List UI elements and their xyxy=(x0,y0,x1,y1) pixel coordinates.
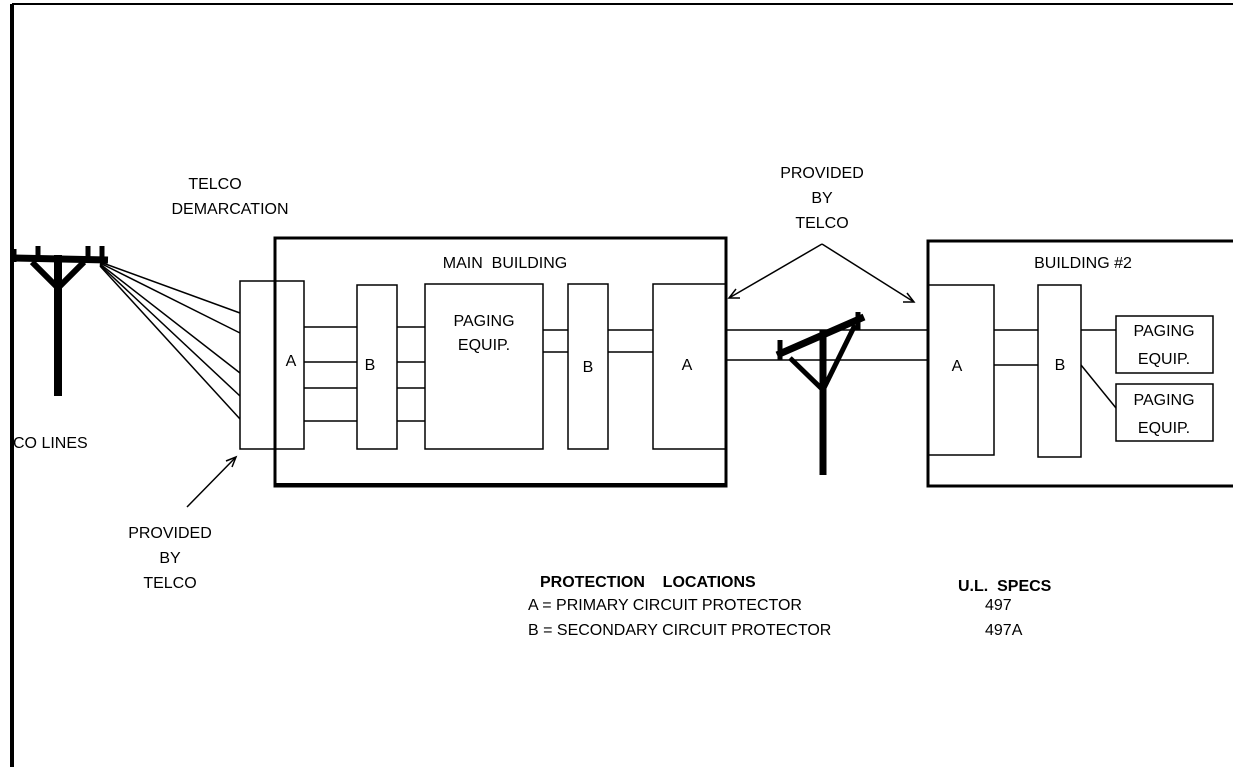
building-2-wiring xyxy=(994,329,1117,409)
telephone-pole-left-icon xyxy=(11,246,109,396)
main-paging-equip-label-1: PAGING xyxy=(453,313,514,330)
main-protector-b-left-label: B xyxy=(365,357,376,374)
legend-specs-heading: U.L. SPECS xyxy=(958,578,1052,595)
main-protector-b-right-box xyxy=(567,283,609,450)
co-lines-wires xyxy=(99,261,241,420)
building-2-label: BUILDING #2 xyxy=(1034,255,1132,272)
legend-row-secondary: B = SECONDARY CIRCUIT PROTECTOR xyxy=(528,622,831,639)
main-paging-equip-label-2: EQUIP. xyxy=(458,337,510,354)
legend-row-secondary-spec: 497A xyxy=(985,622,1023,639)
provided-by-telco-top-2: BY xyxy=(811,190,833,207)
legend-row-primary: A = PRIMARY CIRCUIT PROTECTOR xyxy=(528,597,802,614)
building-2-protector-b-box xyxy=(1037,284,1082,458)
co-lines-label: CO LINES xyxy=(13,435,88,452)
main-protector-b-right-label: B xyxy=(583,359,594,376)
provided-by-telco-left-3: TELCO xyxy=(143,575,196,592)
main-protector-a-right-label: A xyxy=(682,357,693,374)
telco-demarcation-label-2: DEMARCATION xyxy=(171,201,288,218)
main-paging-equip-box xyxy=(424,283,544,450)
demarcation-box xyxy=(239,280,305,450)
provided-by-telco-left-1: PROVIDED xyxy=(128,525,212,542)
provided-by-telco-left-2: BY xyxy=(159,550,181,567)
main-building-label: MAIN BUILDING xyxy=(443,255,567,272)
building-2-paging-equip-1-label-1: PAGING xyxy=(1133,323,1194,340)
telco-demarcation-label-1: TELCO xyxy=(188,176,241,193)
building-2-paging-equip-2-box xyxy=(1115,383,1214,442)
telephone-pole-middle-icon xyxy=(775,312,866,475)
building-2-protector-b-label: B xyxy=(1055,357,1066,374)
provided-by-telco-top-1: PROVIDED xyxy=(780,165,864,182)
building-2-paging-equip-2-label-1: PAGING xyxy=(1133,392,1194,409)
building-2-paging-equip-1-label-2: EQUIP. xyxy=(1138,351,1190,368)
provided-by-telco-top-3: TELCO xyxy=(795,215,848,232)
main-protector-a-left-label: A xyxy=(286,353,297,370)
arrow-provided-by-telco-left-icon xyxy=(186,455,238,508)
legend-row-primary-spec: 497 xyxy=(985,597,1012,614)
building-2-paging-equip-2-label-2: EQUIP. xyxy=(1138,420,1190,437)
legend-heading: PROTECTION LOCATIONS xyxy=(540,574,756,591)
main-protector-b-left-box xyxy=(356,284,398,450)
main-building-wiring xyxy=(304,326,653,422)
building-2-protector-a-label: A xyxy=(952,358,963,375)
building-2-protector-a-box xyxy=(927,284,995,456)
building-2-paging-equip-1-box xyxy=(1115,315,1214,374)
main-protector-a-right-box xyxy=(652,283,727,450)
arrow-provided-by-telco-top-icon xyxy=(727,243,916,303)
